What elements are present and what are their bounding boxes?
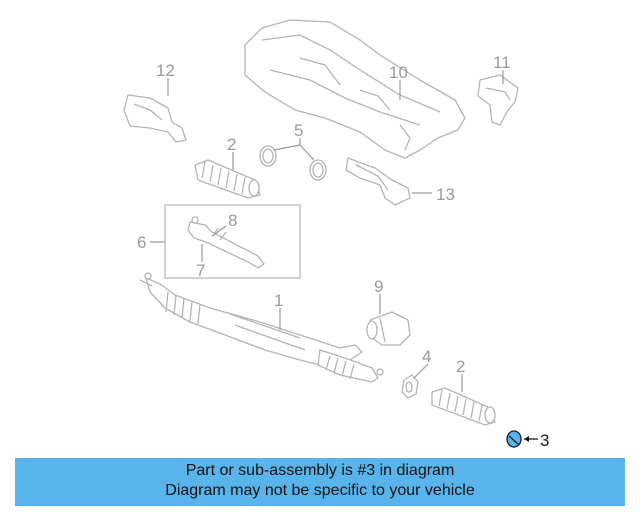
banner-line-2: Diagram may not be specific to your vehi…: [165, 482, 475, 499]
callout-10: 10: [389, 63, 408, 82]
callout-12: 12: [156, 61, 175, 80]
callout-7: 7: [196, 261, 205, 280]
callout-2-upper: 2: [227, 135, 236, 154]
callout-5: 5: [294, 121, 303, 140]
callout-13: 13: [436, 185, 455, 204]
callout-4: 4: [422, 347, 431, 366]
callout-11: 11: [493, 53, 511, 72]
part-13-shield: [345, 157, 411, 206]
callout-2-lower: 2: [456, 357, 465, 376]
callout-1: 1: [274, 291, 283, 310]
part-4-clamp: [401, 374, 419, 399]
leader-lines: [150, 70, 538, 442]
part-12-shield: [123, 94, 187, 143]
part-1-steering-rack: [139, 272, 384, 383]
banner-line-1: Part or sub-assembly is #3 in diagram: [185, 462, 455, 479]
info-banner: Part or sub-assembly is #3 in diagram Di…: [15, 458, 625, 506]
part-5-o-rings: [259, 145, 327, 181]
part-2-boot-lower: [431, 387, 496, 426]
part-3-clamp-highlighted: [506, 430, 522, 448]
part-9-dust-cover: [366, 311, 411, 346]
callout-8: 8: [228, 211, 237, 230]
part-11-bracket: [477, 74, 519, 126]
part-2-boot-upper: [194, 159, 261, 199]
callout-6: 6: [137, 233, 146, 252]
callout-9: 9: [374, 277, 383, 296]
part-10-crossmember: [244, 19, 466, 159]
callout-3: 3: [540, 431, 549, 450]
